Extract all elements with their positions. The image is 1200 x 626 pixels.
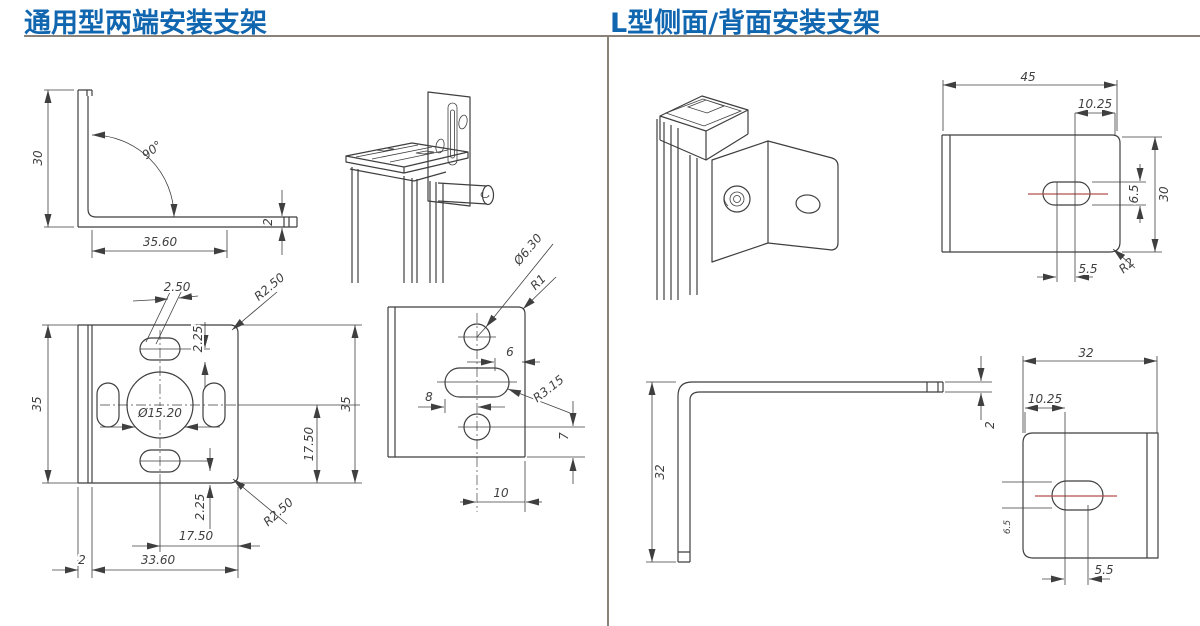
dim-angle-90: 90° xyxy=(139,138,164,162)
dim-width-3560: 35.60 xyxy=(143,235,178,249)
dim-slot-length: 8 xyxy=(425,390,433,404)
side-plate-outline xyxy=(387,306,526,458)
dim-top-slot-offset: 10.25 xyxy=(1078,97,1112,111)
sensor-top-plate-3d xyxy=(345,142,469,174)
dim-top-corner-r2: R2 xyxy=(1116,255,1137,276)
dim-side-thickness-2: 2 xyxy=(983,421,997,429)
dim-flange-thickness: 2 xyxy=(78,553,86,567)
end-bracket-side-view: 30 90° 35.60 2 xyxy=(31,89,298,258)
l-bracket-side-face-3d xyxy=(767,140,839,251)
dim-center-to-bottom: 17.50 xyxy=(302,426,316,461)
bolt-head-3d xyxy=(723,185,751,213)
bracket-plate-3d xyxy=(427,91,471,207)
dim-hole-to-bottom: 7 xyxy=(557,432,571,440)
dim-back-width-32: 32 xyxy=(1078,346,1093,360)
dim-slot-width: 2.50 xyxy=(164,280,191,294)
dim-center-to-right: 17.50 xyxy=(179,529,214,543)
dim-center-hole-dia: Ø15.20 xyxy=(137,406,182,420)
end-bracket-front-view: 2.50 R2.50 2.25 35 Ø15.20 35 17.50 xyxy=(30,270,362,578)
dim-slot-to-edge: 6 xyxy=(506,345,514,359)
l-bracket-3d-view xyxy=(656,95,839,300)
dim-right-height: 35 xyxy=(339,396,353,411)
l-bracket-front-face-3d xyxy=(711,140,769,263)
dim-top-offset: 2.25 xyxy=(191,326,205,353)
dim-corner-radius-r1: R1 xyxy=(528,272,549,293)
dim-side-height-32: 32 xyxy=(653,464,667,479)
l-profile-outline xyxy=(77,89,298,228)
l-bracket-side-profile-view: 32 2 xyxy=(646,356,997,563)
dim-bottom-corner-radius: R2.50 xyxy=(261,495,297,529)
section-title-universal: 通用型两端安装支架 xyxy=(24,8,267,39)
sensor-column-3d-right xyxy=(656,119,698,300)
side-face-hole-3d xyxy=(795,194,821,214)
flange-strip xyxy=(77,324,92,484)
l-bracket-back-plate-view: 6.5 32 10.25 5.5 xyxy=(1002,346,1159,585)
dim-hole-dia: Ø6.30 xyxy=(510,231,545,269)
top-plate-outline xyxy=(941,134,1121,253)
dim-top-height-30: 30 xyxy=(1157,186,1171,202)
dim-height-30: 30 xyxy=(31,150,45,166)
sensor-cap-3d xyxy=(659,95,749,161)
dim-left-height: 35 xyxy=(30,396,44,411)
dim-top-slot-pos: 5.5 xyxy=(1078,262,1097,276)
dim-top-slot-height: 6.5 xyxy=(1127,184,1141,203)
dim-back-slot-pos: 5.5 xyxy=(1094,563,1113,577)
dim-bottom-offset: 2.25 xyxy=(193,494,207,521)
sensor-column-3d xyxy=(349,167,447,283)
l-profile-outline-right xyxy=(677,381,944,563)
dim-hole-to-edge: 10 xyxy=(493,486,509,500)
probe-cylinder-3d xyxy=(437,182,488,205)
dim-width-3360: 33.60 xyxy=(141,553,176,567)
dim-thickness-2: 2 xyxy=(261,218,275,226)
dim-back-slot-offset: 10.25 xyxy=(1028,392,1062,406)
back-plate-outline xyxy=(1022,432,1159,559)
dim-top-width-45: 45 xyxy=(1020,70,1035,84)
dim-back-slot-height: 6.5 xyxy=(1003,520,1013,535)
section-title-l-type: L型侧面/背面安装支架 xyxy=(610,8,881,39)
universal-bracket-3d-view xyxy=(345,91,495,283)
l-bracket-top-plate-view: 45 10.25 30 6.5 R2 5.5 xyxy=(941,70,1171,282)
dim-slot-radius: R3.15 xyxy=(530,373,566,406)
